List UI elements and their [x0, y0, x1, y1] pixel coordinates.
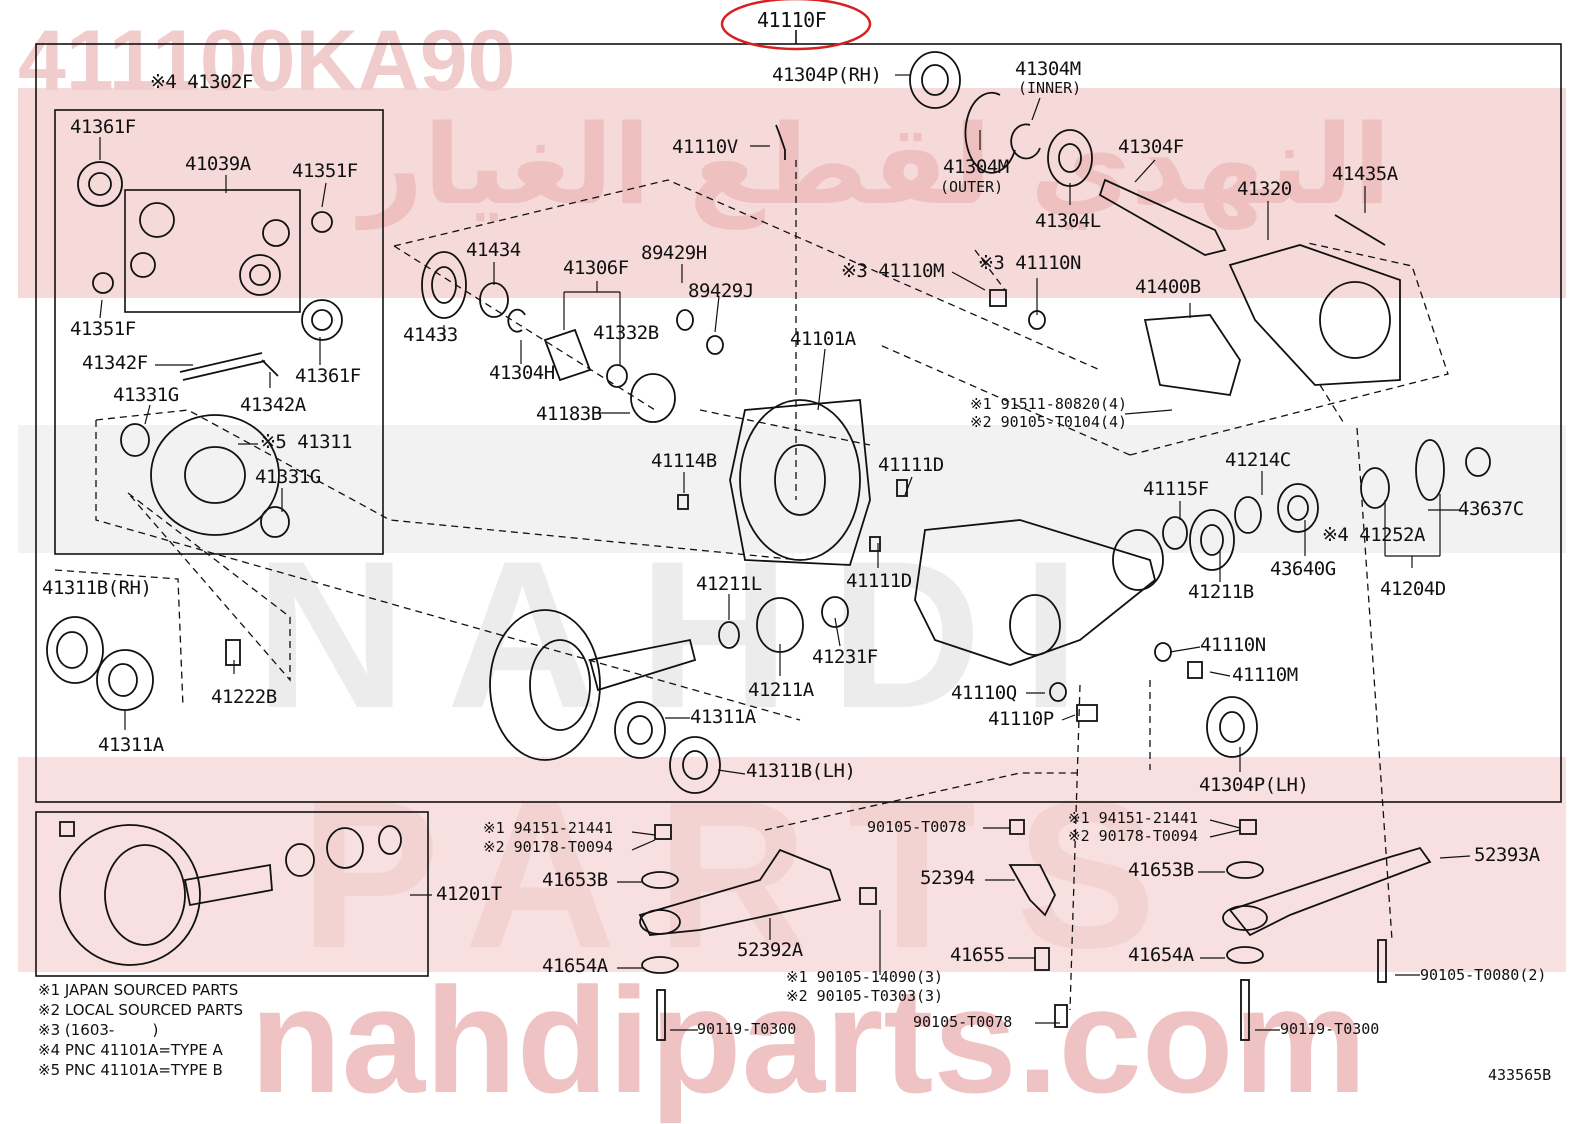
- label-41655: 41655: [950, 944, 1005, 966]
- label-41435A: 41435A: [1332, 163, 1398, 185]
- label-90105-T0104: ※2 90105-T0104(4): [970, 413, 1128, 431]
- label-41211A: 41211A: [748, 679, 814, 701]
- label-41110M-bottom: 41110M: [1232, 664, 1298, 686]
- label-41211B: 41211B: [1188, 581, 1254, 603]
- label-41332B: 41332B: [593, 322, 659, 344]
- label-41231F: 41231F: [812, 646, 878, 668]
- highlight-circle: [720, 0, 872, 51]
- label-41111D-top: 41111D: [878, 454, 944, 476]
- label-90105-14090: ※1 90105-14090(3): [786, 968, 944, 986]
- label-41351F-bottom: 41351F: [70, 318, 136, 340]
- label-41252A: ※4 41252A: [1322, 524, 1425, 546]
- label-41115F: 41115F: [1143, 478, 1209, 500]
- label-41654A-right: 41654A: [1128, 944, 1194, 966]
- component-shapes: [46, 51, 1491, 1041]
- label-41304P-LH: 41304P(LH): [1199, 774, 1309, 796]
- label-43637C: 43637C: [1458, 498, 1524, 520]
- label-90105-T0080: 90105-T0080(2): [1420, 966, 1547, 984]
- label-41304H: 41304H: [489, 362, 555, 384]
- label-41653B-right: 41653B: [1128, 859, 1194, 881]
- label-41110N-top: ※3 41110N: [978, 252, 1081, 274]
- label-90119-T0300-right: 90119-T0300: [1280, 1020, 1380, 1038]
- label-89429H: 89429H: [641, 242, 707, 264]
- label-41101A: 41101A: [790, 328, 856, 350]
- footnote-1: ※1 JAPAN SOURCED PARTS: [38, 981, 239, 999]
- label-41311B-RH: 41311B(RH): [42, 577, 152, 599]
- label-41110M-top: ※3 41110M: [841, 260, 944, 282]
- footnote-5: ※5 PNC 41101A=TYPE B: [38, 1061, 223, 1079]
- label-90178-T0094-left: ※2 90178-T0094: [483, 838, 613, 856]
- label-outer: (OUTER): [940, 178, 1004, 196]
- label-41311A-right: 41311A: [690, 706, 756, 728]
- label-41304M-outer: 41304M: [943, 156, 1009, 178]
- label-41433: 41433: [403, 324, 458, 346]
- label-41304F: 41304F: [1118, 136, 1184, 158]
- label-41110V: 41110V: [672, 136, 738, 158]
- label-41110P: 41110P: [988, 708, 1054, 730]
- label-41342F: 41342F: [82, 352, 148, 374]
- label-94151-21441-right: ※1 94151-21441: [1068, 809, 1198, 827]
- label-41214C: 41214C: [1225, 449, 1291, 471]
- label-41342A: 41342A: [240, 394, 306, 416]
- label-41304P-RH: 41304P(RH): [772, 64, 882, 86]
- label-41302F: ※4 41302F: [150, 71, 253, 93]
- diagram-drawing: [35, 0, 1562, 1041]
- footnote-3: ※3 (1603- ): [38, 1021, 159, 1039]
- label-52392A: 52392A: [737, 939, 803, 961]
- label-52393A: 52393A: [1474, 844, 1540, 866]
- label-41211L: 41211L: [696, 573, 762, 595]
- label-90105-T0303: ※2 90105-T0303(3): [786, 987, 944, 1005]
- label-41110Q: 41110Q: [951, 682, 1017, 704]
- pinion-gear-subassembly-frame: [124, 189, 301, 313]
- label-89429J: 89429J: [688, 280, 754, 302]
- label-41361F-bottom: 41361F: [295, 365, 361, 387]
- label-41400B: 41400B: [1135, 276, 1201, 298]
- label-41222B: 41222B: [211, 686, 277, 708]
- label-41304L: 41304L: [1035, 210, 1101, 232]
- label-41311B-LH: 41311B(LH): [746, 760, 856, 782]
- label-90105-T0078-bottom: 90105-T0078: [913, 1013, 1013, 1031]
- label-41331G-top: 41331G: [113, 384, 179, 406]
- label-41653B-left: 41653B: [542, 869, 608, 891]
- label-41201T: 41201T: [436, 883, 502, 905]
- label-41306F: 41306F: [563, 257, 629, 279]
- label-41351F-top: 41351F: [292, 160, 358, 182]
- label-90105-T0078-top: 90105-T0078: [867, 818, 967, 836]
- label-41361F-top: 41361F: [70, 116, 136, 138]
- label-41304M-inner: 41304M: [1015, 58, 1081, 80]
- leader-lines: [99, 74, 1471, 1031]
- footnote-2: ※2 LOCAL SOURCED PARTS: [38, 1001, 243, 1019]
- label-41111D-bottom: 41111D: [846, 570, 912, 592]
- label-41434: 41434: [466, 239, 521, 261]
- label-41039A: 41039A: [185, 153, 251, 175]
- dashed-leaders: [54, 160, 1449, 1011]
- label-41311A-left: 41311A: [98, 734, 164, 756]
- label-inner: (INNER): [1018, 79, 1082, 97]
- label-90178-T0094-right: ※2 90178-T0094: [1068, 827, 1198, 845]
- label-41320: 41320: [1237, 178, 1292, 200]
- label-41183B: 41183B: [536, 403, 602, 425]
- label-41331G-bottom: 41331G: [255, 466, 321, 488]
- diagram-id: 433565B: [1488, 1066, 1552, 1084]
- label-41204D: 41204D: [1380, 578, 1446, 600]
- ring-gear-kit-frame: [35, 811, 429, 977]
- label-41110F: 41110F: [757, 8, 827, 32]
- label-41311: ※5 41311: [260, 431, 353, 453]
- footnote-4: ※4 PNC 41101A=TYPE A: [38, 1041, 223, 1059]
- label-52394: 52394: [920, 867, 975, 889]
- parts-diagram: 411100KA90 النهدي لقطع الغيار NAHDI PART…: [18, 0, 1566, 1115]
- label-90119-T0300-left: 90119-T0300: [697, 1020, 797, 1038]
- label-41110N-bottom: 41110N: [1200, 634, 1266, 656]
- differential-subassembly-frame: [54, 109, 384, 555]
- label-41114B: 41114B: [651, 450, 717, 472]
- label-43640G: 43640G: [1270, 558, 1336, 580]
- label-41654A-left: 41654A: [542, 955, 608, 977]
- label-91511-80820: ※1 91511-80820(4): [970, 395, 1128, 413]
- label-94151-21441-left: ※1 94151-21441: [483, 819, 613, 837]
- main-assembly-frame: [35, 43, 1562, 803]
